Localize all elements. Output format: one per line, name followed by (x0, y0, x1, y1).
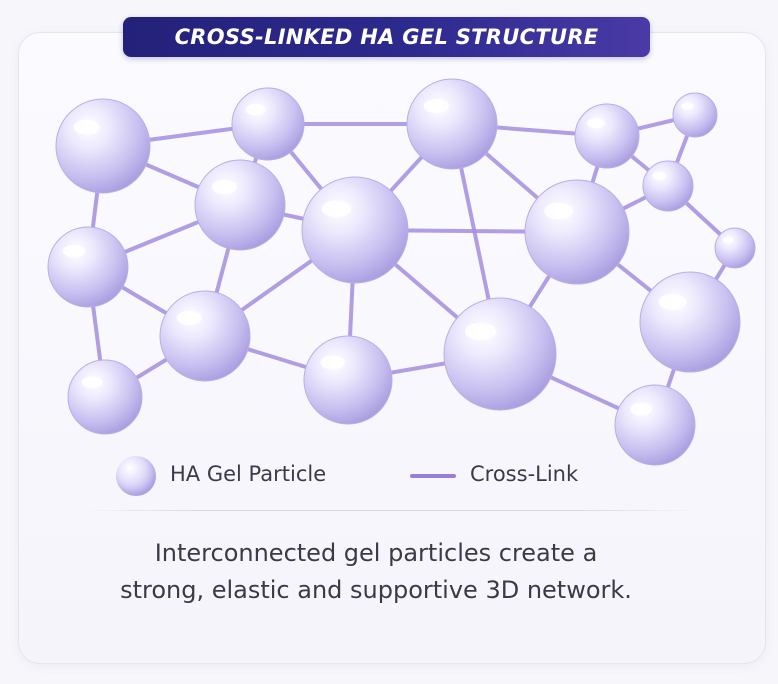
gel-particles (47, 78, 756, 466)
cross-link-legend-icon (410, 474, 456, 478)
legend: HA Gel Particle Cross-Link (0, 456, 778, 496)
diagram-title: CROSS-LINKED HA GEL STRUCTURE (123, 17, 650, 57)
gel-particle (443, 297, 557, 411)
gel-particle (639, 271, 741, 373)
gel-particle (714, 227, 756, 269)
gel-particle (524, 179, 630, 285)
particle-legend-icon (116, 456, 156, 496)
gel-particle (231, 87, 305, 161)
gel-particle (614, 384, 696, 466)
gel-particle (55, 98, 151, 194)
gel-particle (303, 335, 393, 425)
gel-particle (406, 78, 498, 170)
gel-particle (301, 176, 409, 284)
caption-line-1: Interconnected gel particles create a (154, 539, 598, 567)
cross-links (86, 113, 737, 427)
gel-particle (194, 159, 286, 251)
cross-link-legend-label: Cross-Link (470, 462, 579, 486)
caption-line-2: strong, elastic and supportive 3D networ… (120, 576, 632, 604)
gel-particle (47, 226, 129, 308)
gel-particle (159, 290, 251, 382)
particle-legend-label: HA Gel Particle (170, 462, 327, 486)
gel-particle (574, 103, 640, 169)
divider (80, 510, 700, 511)
gel-particle (67, 359, 143, 435)
gel-particle (672, 92, 718, 138)
caption: Interconnected gel particles create a st… (0, 535, 752, 609)
gel-particle (642, 160, 694, 212)
